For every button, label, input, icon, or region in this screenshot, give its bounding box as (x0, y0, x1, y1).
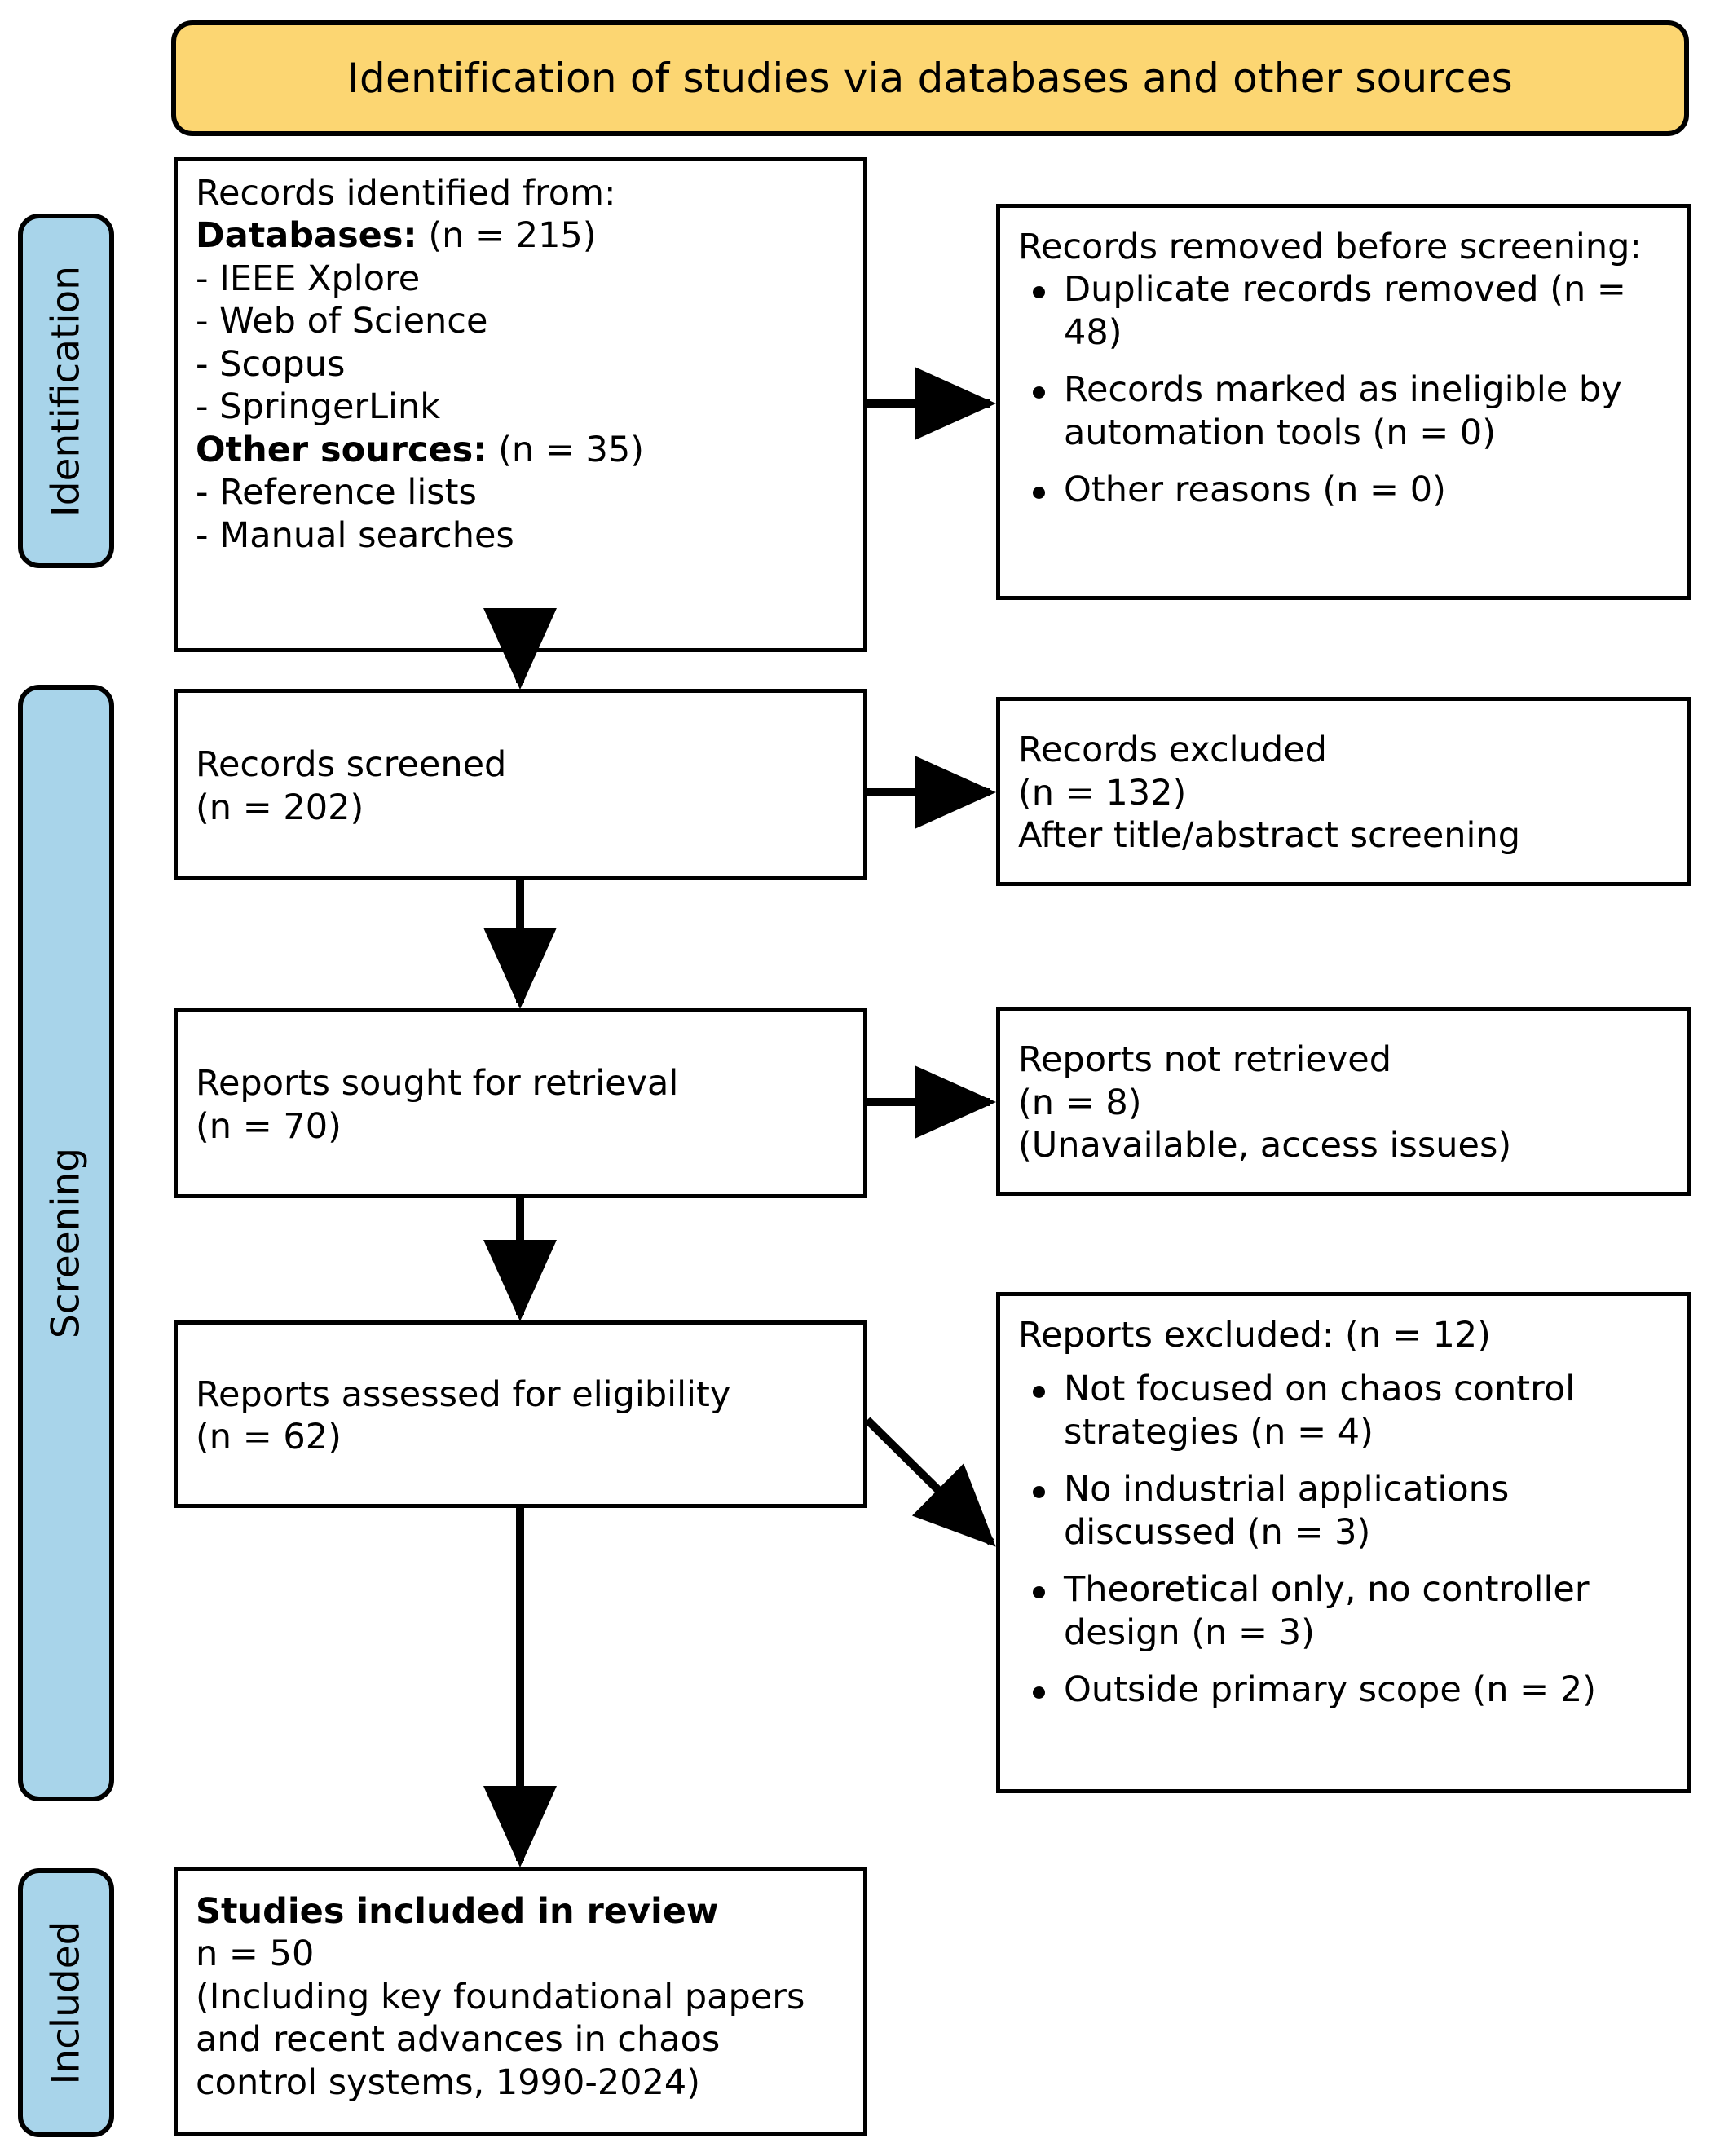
reports-not-retrieved-count: (n = 8) (1018, 1082, 1142, 1123)
list-item: Not focused on chaos control strategies … (1018, 1368, 1669, 1453)
database-item: - Scopus (196, 343, 346, 385)
records-excluded-label: Records excluded (1018, 730, 1327, 771)
records-identified-heading: Records identified from: (196, 173, 616, 214)
reports-excluded-list: Not focused on chaos control strategies … (1018, 1368, 1669, 1711)
box-records-identified: Records identified from: Databases: (n =… (174, 157, 867, 652)
reports-excluded-heading: Reports excluded: (n = 12) (1018, 1315, 1491, 1356)
records-removed-heading: Records removed before screening: (1018, 227, 1642, 267)
other-source-item: - Manual searches (196, 514, 514, 556)
database-item: - SpringerLink (196, 386, 441, 428)
arrow-assessed-to-reports-excluded (864, 1417, 996, 1547)
databases-count: (n = 215) (428, 215, 597, 257)
database-item: - IEEE Xplore (196, 258, 421, 299)
records-excluded-note: After title/abstract screening (1018, 815, 1521, 857)
list-item: Duplicate records removed (n = 48) (1018, 268, 1669, 354)
box-records-screened: Records screened (n = 202) (174, 689, 867, 880)
list-item: Records marked as ineligible by automati… (1018, 368, 1669, 454)
stage-bar-screening: Screening (18, 685, 114, 1801)
other-sources-label: Other sources: (196, 429, 487, 470)
reports-not-retrieved-note: (Unavailable, access issues) (1018, 1125, 1512, 1166)
other-source-item: - Reference lists (196, 472, 477, 514)
stage-label-screening: Screening (43, 1147, 89, 1339)
box-studies-included: Studies included in review n = 50 (Inclu… (174, 1867, 867, 2136)
databases-line: Databases: (n = 215) (196, 214, 845, 257)
box-reports-excluded: Reports excluded: (n = 12) Not focused o… (996, 1292, 1691, 1793)
box-records-excluded: Records excluded (n = 132) After title/a… (996, 697, 1691, 886)
box-reports-assessed: Reports assessed for eligibility (n = 62… (174, 1320, 867, 1508)
stage-label-included: Included (43, 1920, 89, 2085)
box-records-removed: Records removed before screening: Duplic… (996, 204, 1691, 600)
records-screened-count: (n = 202) (196, 787, 364, 828)
reports-assessed-count: (n = 62) (196, 1417, 342, 1457)
records-removed-list: Duplicate records removed (n = 48) Recor… (1018, 268, 1669, 511)
box-reports-sought: Reports sought for retrieval (n = 70) (174, 1008, 867, 1198)
studies-included-count: n = 50 (196, 1933, 315, 1975)
stage-bar-identification: Identification (18, 214, 114, 568)
list-item: No industrial applications discussed (n … (1018, 1468, 1669, 1554)
list-item: Outside primary scope (n = 2) (1018, 1669, 1669, 1711)
stage-bar-included: Included (18, 1868, 114, 2137)
reports-assessed-label: Reports assessed for eligibility (196, 1373, 731, 1415)
records-excluded-count: (n = 132) (1018, 772, 1187, 813)
reports-not-retrieved-label: Reports not retrieved (1018, 1039, 1392, 1081)
studies-included-label: Studies included in review (196, 1891, 719, 1932)
stage-label-identification: Identification (43, 265, 89, 517)
databases-label: Databases: (196, 215, 417, 257)
reports-sought-label: Reports sought for retrieval (196, 1063, 679, 1104)
list-item: Other reasons (n = 0) (1018, 469, 1669, 511)
records-screened-label: Records screened (196, 744, 507, 786)
database-item: - Web of Science (196, 301, 488, 342)
studies-included-note: (Including key foundational papers and r… (196, 1976, 805, 2103)
other-sources-count: (n = 35) (498, 429, 645, 470)
diagram-title: Identification of studies via databases … (347, 54, 1513, 102)
diagram-header-banner: Identification of studies via databases … (171, 20, 1689, 136)
box-reports-not-retrieved: Reports not retrieved (n = 8) (Unavailab… (996, 1007, 1691, 1196)
other-sources-line: Other sources: (n = 35) (196, 429, 845, 471)
list-item: Theoretical only, no controller design (… (1018, 1568, 1669, 1654)
reports-sought-count: (n = 70) (196, 1105, 342, 1147)
